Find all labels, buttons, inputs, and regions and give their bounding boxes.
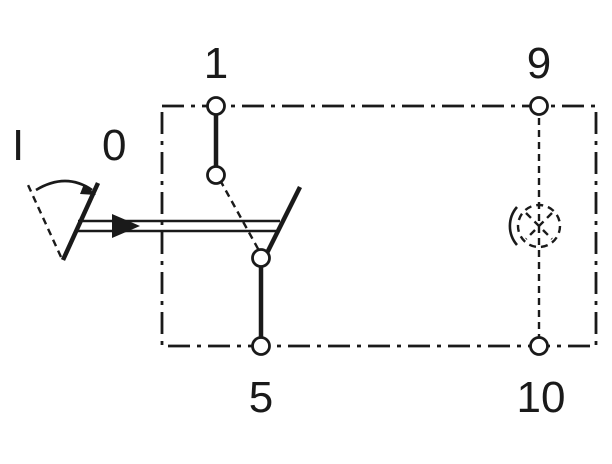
terminal-9-icon xyxy=(529,96,549,116)
rocker-travel-arrowhead xyxy=(80,184,96,195)
rocker-position-I-line xyxy=(26,184,63,258)
contact-5-icon xyxy=(251,248,271,268)
lamp-icon xyxy=(508,203,562,249)
label-position-0: 0 xyxy=(102,121,126,170)
label-terminal-10: 10 xyxy=(517,373,566,422)
contact-1-icon xyxy=(206,165,226,185)
label-terminal-9: 9 xyxy=(527,39,551,88)
switch-blade-alt-position xyxy=(218,179,264,257)
label-position-I: I xyxy=(12,121,24,170)
switch-blade xyxy=(263,185,303,257)
switch-housing-box xyxy=(160,104,598,348)
push-rod-arrow-icon xyxy=(112,214,140,238)
terminal-1-icon xyxy=(206,96,226,116)
label-terminal-5: 5 xyxy=(249,373,273,422)
label-terminal-1: 1 xyxy=(204,39,228,88)
terminal-5-icon xyxy=(251,336,271,356)
terminal-10-icon xyxy=(529,336,549,356)
